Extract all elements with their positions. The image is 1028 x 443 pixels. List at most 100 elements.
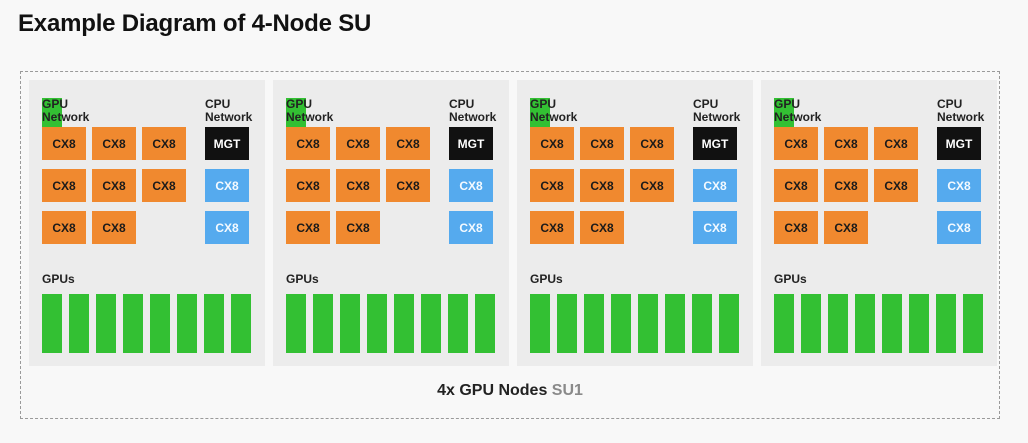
su-caption: 4x GPU Nodes SU1	[21, 382, 999, 400]
gpu-nic: CX8	[386, 127, 430, 160]
gpu-nic: CX8	[580, 169, 624, 202]
su-caption-name: SU1	[551, 382, 583, 399]
gpu-row	[774, 294, 983, 353]
gpu-network-label-line2: Network	[286, 110, 334, 124]
gpu-block	[42, 294, 62, 353]
gpu-network-label-line1: GPU	[286, 97, 313, 111]
gpu-block	[909, 294, 929, 353]
cpu-nic: CX8	[937, 169, 981, 202]
gpu-block	[882, 294, 902, 353]
gpu-nic: CX8	[286, 127, 330, 160]
gpu-nic: CX8	[386, 169, 430, 202]
cpu-network-label-line2: Network	[693, 110, 741, 124]
gpu-nic: CX8	[824, 127, 868, 160]
gpus-label: GPUs	[286, 272, 319, 286]
gpu-block	[448, 294, 468, 353]
gpu-nic: CX8	[774, 127, 818, 160]
cpu-nic: CX8	[449, 211, 493, 244]
gpu-block	[421, 294, 441, 353]
cpu-nic: CX8	[205, 169, 249, 202]
gpu-row	[530, 294, 739, 353]
gpu-nic: CX8	[580, 127, 624, 160]
gpu-block	[286, 294, 306, 353]
cpu-network-label-line1: CPU	[693, 97, 719, 111]
gpu-nic: CX8	[142, 169, 186, 202]
cpu-nic: CX8	[693, 211, 737, 244]
gpu-block	[231, 294, 251, 353]
gpu-nic: CX8	[286, 211, 330, 244]
gpu-nic: CX8	[336, 127, 380, 160]
gpu-block	[611, 294, 631, 353]
gpu-block	[774, 294, 794, 353]
cpu-network-label-line1: CPU	[937, 97, 963, 111]
gpu-block	[204, 294, 224, 353]
gpus-label: GPUs	[530, 272, 563, 286]
gpu-block	[530, 294, 550, 353]
cpu-nic: CX8	[693, 169, 737, 202]
page-title: Example Diagram of 4-Node SU	[18, 10, 372, 37]
management-nic: MGT	[693, 127, 737, 160]
gpu-network-label-line1: GPU	[42, 97, 69, 111]
gpu-row	[42, 294, 251, 353]
gpu-block	[963, 294, 983, 353]
gpu-block	[665, 294, 685, 353]
gpu-nic: CX8	[774, 169, 818, 202]
su-caption-prefix: 4x GPU Nodes	[437, 382, 548, 399]
gpu-network-label-line2: Network	[774, 110, 822, 124]
gpu-block	[69, 294, 89, 353]
gpu-block	[855, 294, 875, 353]
gpu-block	[123, 294, 143, 353]
gpu-block	[584, 294, 604, 353]
gpu-nic: CX8	[530, 169, 574, 202]
gpu-block	[557, 294, 577, 353]
gpu-nic: CX8	[42, 169, 86, 202]
gpu-nic: CX8	[824, 169, 868, 202]
gpu-nic: CX8	[336, 169, 380, 202]
gpu-block	[96, 294, 116, 353]
gpu-network-label-line2: Network	[530, 110, 578, 124]
gpu-nic: CX8	[92, 169, 136, 202]
cpu-network-label-line2: Network	[937, 110, 985, 124]
gpu-block	[177, 294, 197, 353]
gpu-block	[936, 294, 956, 353]
gpus-label: GPUs	[774, 272, 807, 286]
gpu-nic: CX8	[42, 211, 86, 244]
gpu-block	[150, 294, 170, 353]
cpu-network-label-line1: CPU	[205, 97, 231, 111]
gpu-block	[801, 294, 821, 353]
gpu-nic: CX8	[630, 169, 674, 202]
cpu-network-label-line2: Network	[449, 110, 497, 124]
gpus-label: GPUs	[42, 272, 75, 286]
gpu-block	[394, 294, 414, 353]
gpu-block	[313, 294, 333, 353]
cpu-network-label-line1: CPU	[449, 97, 475, 111]
gpu-nic: CX8	[630, 127, 674, 160]
gpu-nic: CX8	[824, 211, 868, 244]
gpu-nic: CX8	[530, 211, 574, 244]
gpu-nic: CX8	[774, 211, 818, 244]
gpu-nic: CX8	[92, 211, 136, 244]
management-nic: MGT	[205, 127, 249, 160]
gpu-network-label-line1: GPU	[530, 97, 557, 111]
gpu-nic: CX8	[874, 169, 918, 202]
gpu-network-label-line1: GPU	[774, 97, 801, 111]
gpu-block	[367, 294, 387, 353]
gpu-block	[692, 294, 712, 353]
gpu-nic: CX8	[530, 127, 574, 160]
gpu-nic: CX8	[580, 211, 624, 244]
